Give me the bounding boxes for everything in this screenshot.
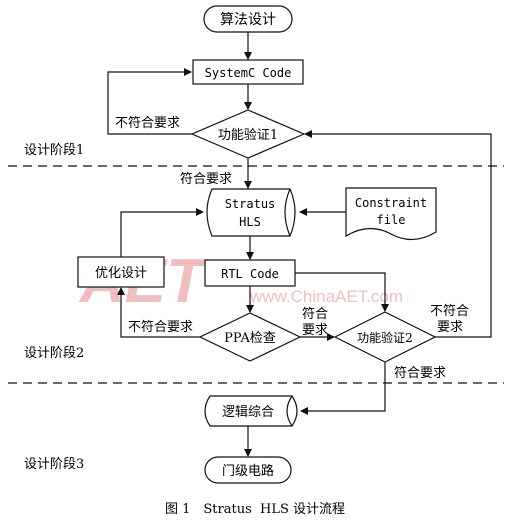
systemc-label: SystemC Code: [205, 66, 292, 80]
optimize-node: [77, 256, 165, 288]
gate-label: 门级电路: [222, 463, 274, 479]
rtl-label: RTL Code: [221, 267, 279, 281]
start-label: 算法设计: [220, 12, 276, 28]
verify1-pass-label: 符合要求: [180, 171, 232, 187]
systemc-node: [192, 59, 304, 85]
verify2-pass-label: 符合要求: [394, 365, 446, 381]
hls-node-edge: [284, 188, 291, 237]
ppa-pass-label-line2: 要求: [302, 323, 328, 338]
hls-label-line1: Stratus: [225, 197, 276, 211]
ppa-label: PPA检查: [224, 331, 276, 346]
verify2-fail-label-line1: 不符合: [430, 303, 469, 319]
gate-node: [204, 456, 292, 484]
ppa-pass-label-line1: 符合: [302, 306, 328, 322]
stage2-label: 设计阶段2: [24, 346, 84, 361]
edge-verify1-fail: [107, 68, 192, 135]
constraint-node: [345, 187, 437, 241]
edge-ppa-fail: [117, 287, 200, 338]
verify2-fail-label-line2: 要求: [437, 320, 463, 335]
verify2-label: 功能验证2: [357, 330, 413, 345]
optimize-label: 优化设计: [95, 266, 147, 281]
figure-caption: 图 1 Stratus HLS 设计流程: [165, 502, 345, 517]
stage1-label: 设计阶段1: [24, 143, 84, 158]
edge-verify2-pass: [300, 362, 386, 415]
ppa-fail-label: 不符合要求: [128, 319, 193, 335]
edge-optimize-hls: [120, 208, 204, 257]
constraint-label-line1: Constraint: [355, 196, 427, 210]
edge-verify2-fail: [304, 130, 492, 338]
ppa-node: [198, 312, 302, 362]
constraint-label-line2: file: [377, 213, 406, 227]
synthesis-label: 逻辑综合: [222, 405, 274, 420]
synthesis-node-edge: [286, 395, 293, 427]
verify1-label: 功能验证1: [218, 127, 278, 143]
verify1-fail-label: 不符合要求: [115, 115, 180, 131]
edge-rtl-verify2: [295, 272, 389, 312]
watermark-url: www.ChinaAET.com: [249, 287, 403, 306]
stage3-label: 设计阶段3: [24, 457, 84, 472]
hls-label-line2: HLS: [239, 215, 261, 229]
